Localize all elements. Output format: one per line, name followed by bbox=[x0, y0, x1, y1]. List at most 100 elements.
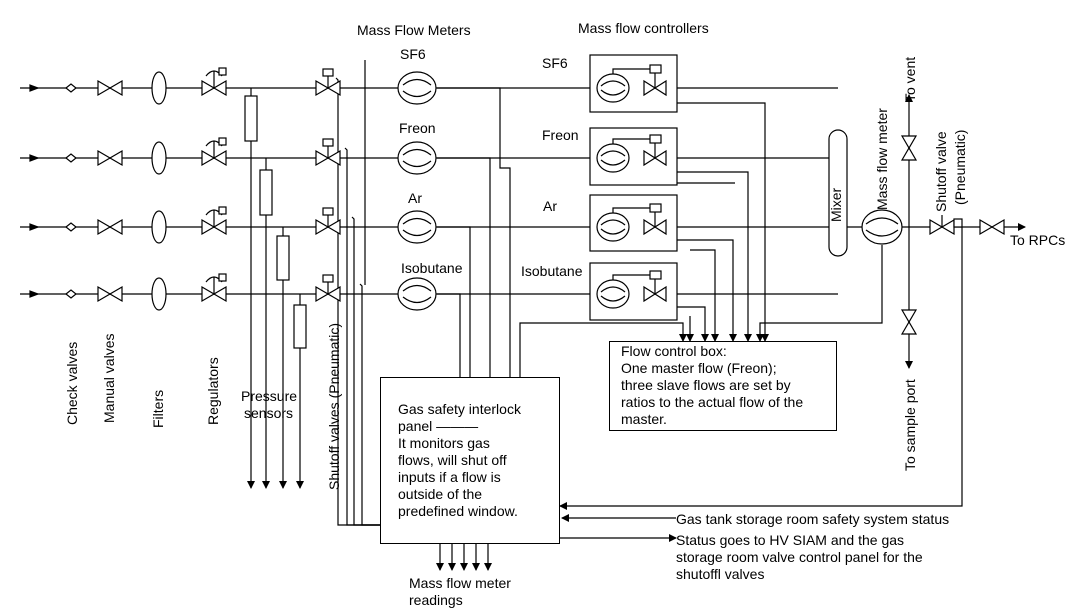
shutoff-valve-line1: Shutoff valve bbox=[933, 131, 949, 212]
to-sample-port-label: To sample port bbox=[902, 379, 918, 471]
regulators-label: Regulators bbox=[205, 357, 221, 425]
interlock-line: Gas safety interlock bbox=[398, 401, 521, 417]
interlock-line: panel ——— bbox=[398, 418, 479, 434]
mass-flow-controller-icon bbox=[589, 262, 678, 321]
mass-flow-controller-icon bbox=[589, 54, 678, 113]
manual-valve-icon bbox=[97, 149, 123, 167]
meter-signal-line bbox=[437, 87, 511, 377]
storage-status-label: Gas tank storage room safety system stat… bbox=[676, 511, 950, 527]
mfm-readings-line: Mass flow meter bbox=[409, 575, 511, 591]
output-status-line bbox=[559, 227, 963, 510]
meter-label-isobutane: Isobutane bbox=[401, 260, 463, 276]
interlock-panel-text: Gas safety interlock panel ——— It monito… bbox=[398, 401, 521, 520]
interlock-line: predefined window. bbox=[398, 503, 518, 519]
controller-signal-line bbox=[677, 306, 709, 342]
filter-icon bbox=[151, 210, 167, 244]
check-valve-icon bbox=[65, 153, 77, 163]
output-shutoff-valve-icon bbox=[929, 215, 963, 236]
controller-signal-line bbox=[677, 171, 752, 342]
inlet-arrow-icon bbox=[29, 290, 40, 298]
filter-icon bbox=[151, 141, 167, 175]
mass-flow-meters-heading: Mass Flow Meters bbox=[357, 22, 471, 38]
hv-status-line: storage room valve control panel for the bbox=[676, 549, 923, 565]
final-valve-icon bbox=[979, 218, 1005, 236]
controller-signal-line bbox=[756, 245, 883, 342]
mass-flow-controllers-heading: Mass flow controllers bbox=[578, 20, 709, 36]
interlock-line: outside of the bbox=[398, 486, 483, 502]
controller-signal-line bbox=[519, 322, 687, 377]
check-valve-icon bbox=[65, 83, 77, 93]
inlet-arrow-icon bbox=[29, 223, 40, 231]
to-vent-label: To vent bbox=[902, 56, 918, 102]
mass-flow-meter-label: Mass flow meter bbox=[874, 108, 890, 210]
controller-label-isobutane: Isobutane bbox=[521, 263, 583, 279]
pressure-sensor-icon bbox=[293, 304, 307, 349]
flow-control-line: master. bbox=[621, 411, 667, 427]
components bbox=[29, 54, 1005, 349]
controller-label-ar: Ar bbox=[543, 198, 557, 214]
controller-label-sf6: SF6 bbox=[542, 55, 568, 71]
flow-control-box-text: Flow control box: One master flow (Freon… bbox=[621, 343, 803, 428]
check-valve-icon bbox=[65, 222, 77, 232]
flow-control-line: ratios to the actual flow of the bbox=[621, 394, 804, 410]
meter-label-sf6: SF6 bbox=[400, 46, 426, 62]
interlock-line: flows, will shut off bbox=[398, 452, 507, 468]
regulator-icon bbox=[201, 67, 227, 97]
controller-signal-line bbox=[677, 102, 769, 342]
shutoff-valve-icon bbox=[315, 274, 341, 303]
meter-signal-line bbox=[437, 157, 491, 377]
pressure-sensor-icon bbox=[276, 235, 290, 281]
pressure-sensor-icon bbox=[244, 95, 258, 142]
to-rpcs-label: To RPCs bbox=[1010, 232, 1066, 248]
shutoff-valve-line2: (Pneumatic) bbox=[952, 129, 968, 205]
output-mass-flow-meter-icon bbox=[861, 209, 903, 245]
mass-flow-meter-icon bbox=[397, 277, 437, 311]
shutoff-valve-icon bbox=[315, 68, 341, 97]
shutoff-control-line bbox=[351, 216, 380, 526]
interlock-line: It monitors gas bbox=[398, 435, 490, 451]
controller-signal-line bbox=[690, 249, 719, 342]
mass-flow-meter-icon bbox=[397, 71, 437, 105]
filter-icon bbox=[151, 71, 167, 105]
flow-control-box bbox=[609, 341, 837, 431]
controller-label-freon: Freon bbox=[542, 127, 579, 143]
controller-signal-line bbox=[677, 239, 737, 342]
shutoff-valve-icon bbox=[315, 138, 341, 167]
hv-status-line: Status goes to HV SIAM and the gas bbox=[676, 532, 905, 548]
sample-valve-icon bbox=[900, 309, 918, 335]
check-valves-label: Check valves bbox=[64, 341, 80, 425]
inlet-arrow-icon bbox=[29, 84, 40, 92]
regulator-icon bbox=[201, 137, 227, 167]
flow-control-line: Flow control box: bbox=[621, 343, 727, 359]
mass-flow-meter-icon bbox=[397, 141, 437, 175]
regulator-icon bbox=[201, 206, 227, 236]
check-valve-icon bbox=[65, 289, 77, 299]
manual-valve-icon bbox=[97, 218, 123, 236]
inlet-arrow-icon bbox=[29, 154, 40, 162]
meter-signal-line bbox=[437, 226, 471, 377]
sensors-label: sensors bbox=[244, 405, 294, 421]
pressure-label: Pressure bbox=[241, 388, 298, 404]
regulator-icon bbox=[201, 273, 227, 303]
pressure-sensor-icon bbox=[259, 169, 273, 216]
interlock-panel bbox=[380, 377, 560, 544]
manual-valve-icon bbox=[97, 79, 123, 97]
interlock-line: inputs if a flow is bbox=[398, 469, 501, 485]
shutoff-valve-icon bbox=[315, 207, 341, 236]
mfm-readings-line: readings bbox=[409, 592, 463, 608]
filter-icon bbox=[151, 277, 167, 311]
flow-control-line: three slave flows are set by bbox=[621, 377, 791, 393]
mass-flow-controller-icon bbox=[589, 127, 678, 186]
meter-label-freon: Freon bbox=[399, 120, 436, 136]
flow-control-line: One master flow (Freon); bbox=[621, 360, 777, 376]
shutoff-control-line bbox=[359, 283, 380, 526]
hv-status-line: shutoffl valves bbox=[676, 566, 765, 582]
manual-valve-icon bbox=[97, 285, 123, 303]
manual-valves-label: Manual valves bbox=[101, 333, 117, 424]
mass-flow-controller-icon bbox=[589, 194, 678, 252]
filters-label: Filters bbox=[150, 389, 166, 428]
vent-valve-icon bbox=[900, 135, 918, 161]
shutoff-valves-label: Shutoff valves (Pneumatic) bbox=[326, 322, 342, 490]
meter-label-ar: Ar bbox=[408, 190, 422, 206]
